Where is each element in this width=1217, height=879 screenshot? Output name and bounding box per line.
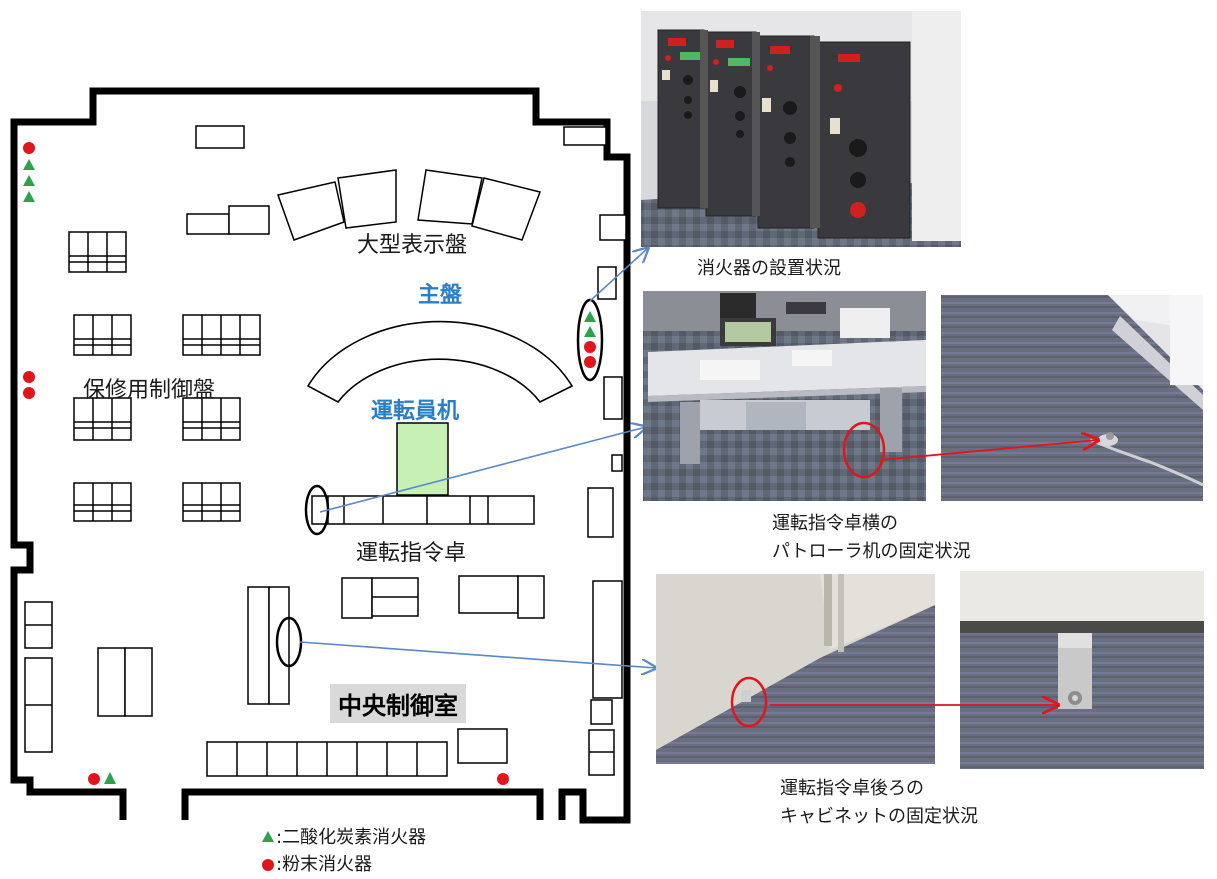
maintenance-panels bbox=[68, 231, 261, 522]
powder-extinguisher-icon bbox=[23, 371, 35, 383]
photo-desk-side-closeup bbox=[941, 295, 1204, 501]
pointer-lines bbox=[299, 248, 656, 668]
middle-furniture bbox=[97, 575, 545, 764]
co2-extinguisher-icon bbox=[104, 772, 116, 784]
dispatch-desk-label: 運転指令卓 bbox=[356, 541, 467, 566]
dispatch-desk bbox=[311, 495, 535, 525]
room-walls bbox=[10, 87, 631, 824]
right-wall-cabinets bbox=[587, 266, 623, 776]
co2-extinguisher-markers bbox=[23, 159, 596, 784]
room-name: 中央制御室 bbox=[330, 684, 466, 723]
left-wall-shelves bbox=[24, 601, 53, 753]
legend-co2: :二酸化炭素消火器 bbox=[262, 823, 426, 849]
operator-console-label: 運転員机 bbox=[371, 399, 460, 424]
red-pointer-1 bbox=[879, 440, 1098, 461]
circle-icon bbox=[262, 859, 274, 871]
desk-side-caption-line1: 運転指令卓横の bbox=[772, 513, 898, 534]
extinguisher-photo-caption: 消火器の設置状況 bbox=[697, 258, 841, 279]
co2-extinguisher-icon bbox=[23, 191, 35, 202]
triangle-icon bbox=[262, 831, 274, 842]
powder-extinguisher-icon bbox=[88, 773, 100, 785]
co2-extinguisher-icon bbox=[23, 159, 35, 170]
legend-powder-label: :粉末消火器 bbox=[276, 854, 373, 875]
photo-desk-side bbox=[643, 291, 926, 501]
photo-extinguishers bbox=[641, 11, 961, 247]
desk-back-caption-line2: キャビネットの固定状況 bbox=[780, 806, 978, 827]
desk-side-caption-line2: パトローラ机の固定状況 bbox=[772, 541, 971, 562]
powder-extinguisher-icon bbox=[23, 142, 35, 154]
maintenance-panel-label: 保修用制御盤 bbox=[83, 378, 216, 403]
photo-desk-back-closeup bbox=[960, 571, 1204, 769]
desk-side-caption: 運転指令卓横の パトローラ机の固定状況 bbox=[772, 510, 971, 566]
co2-extinguisher-icon bbox=[584, 311, 596, 322]
powder-extinguisher-markers bbox=[23, 142, 596, 785]
photo-desk-back bbox=[656, 574, 935, 764]
desk-back-caption: 運転指令卓後ろの キャビネットの固定状況 bbox=[780, 775, 978, 831]
co2-extinguisher-icon bbox=[584, 326, 596, 337]
legend-powder: :粉末消火器 bbox=[262, 850, 372, 876]
desk-back-caption-line1: 運転指令卓後ろの bbox=[780, 778, 924, 799]
legend-co2-label: :二酸化炭素消火器 bbox=[276, 827, 427, 848]
powder-extinguisher-icon bbox=[584, 341, 596, 353]
main-panel-label: 主盤 bbox=[418, 283, 463, 308]
bottom-desk-row bbox=[206, 741, 448, 777]
operator-console bbox=[396, 422, 449, 496]
powder-extinguisher-icon bbox=[497, 773, 509, 785]
powder-extinguisher-icon bbox=[584, 356, 596, 368]
co2-extinguisher-icon bbox=[23, 175, 35, 186]
main-panel-arc bbox=[306, 320, 574, 404]
large-display-panel bbox=[186, 125, 627, 241]
large-display-label: 大型表示盤 bbox=[357, 233, 468, 258]
powder-extinguisher-icon bbox=[23, 387, 35, 399]
